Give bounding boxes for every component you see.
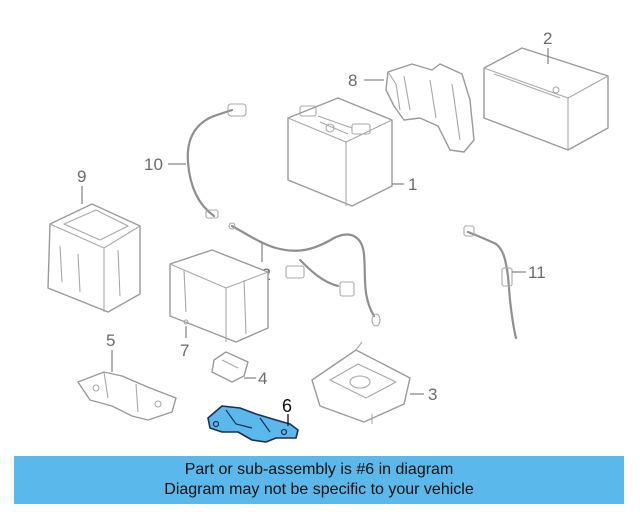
part-5-bracket[interactable]	[77, 371, 177, 421]
callout-10: 10	[144, 155, 163, 174]
callout-8: 8	[348, 71, 357, 90]
callout-5: 5	[106, 331, 115, 350]
part-7-insulation-box[interactable]	[169, 249, 269, 343]
callout-4: 4	[258, 369, 267, 388]
callout-9: 9	[77, 167, 86, 186]
part-3-battery-tray[interactable]	[311, 341, 411, 424]
part-4-clip[interactable]	[211, 351, 249, 383]
part-11-sensor-cable[interactable]	[463, 225, 518, 340]
banner-disclaimer: Diagram may not be specific to your vehi…	[164, 481, 474, 498]
part-9-battery-housing[interactable]	[47, 203, 141, 313]
part-12-cable-harness[interactable]	[228, 222, 381, 327]
callout-1: 1	[408, 175, 417, 194]
part-1-battery[interactable]	[287, 97, 393, 207]
callout-11: 11	[528, 263, 546, 282]
info-banner: Part or sub-assembly is #6 in diagram Di…	[14, 456, 624, 504]
callout-2: 2	[543, 29, 552, 48]
callout-6: 6	[282, 396, 292, 416]
part-8-bracket[interactable]	[385, 63, 475, 153]
parts-diagram: 2 8 1 10 12 9	[47, 29, 609, 443]
banner-part-note: Part or sub-assembly is #6 in diagram	[184, 461, 454, 478]
part-10-cable[interactable]	[186, 103, 247, 219]
part-6-highlighted-bracket[interactable]	[207, 405, 299, 443]
callout-7: 7	[180, 341, 189, 360]
part-2-battery-box[interactable]	[483, 47, 609, 151]
callout-3: 3	[428, 385, 437, 404]
